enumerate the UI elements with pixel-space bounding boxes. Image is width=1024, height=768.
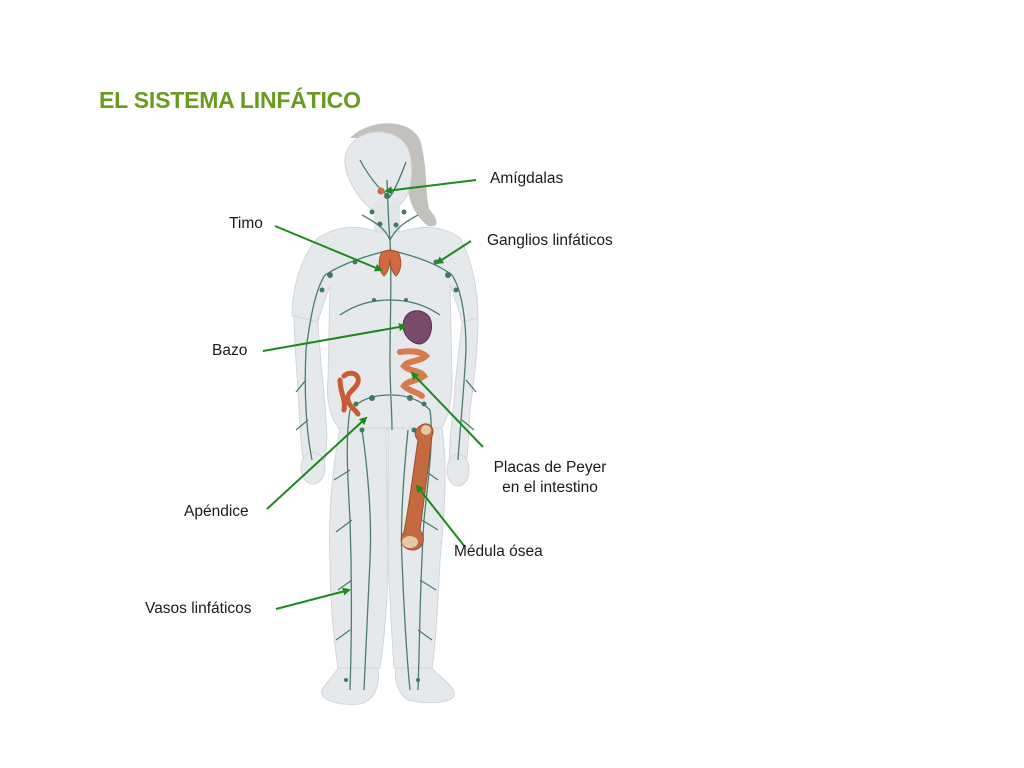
leader-ganglios bbox=[435, 240, 472, 265]
leader-peyer bbox=[410, 371, 484, 448]
leader-vasos bbox=[275, 587, 351, 610]
femur-knee-highlight bbox=[402, 536, 418, 548]
lymph-nodes bbox=[319, 193, 459, 682]
label-placas-line2: en el intestino bbox=[502, 479, 598, 496]
tonsils bbox=[377, 187, 385, 195]
leader-timo bbox=[274, 225, 383, 272]
label-ganglios-linfaticos: Ganglios linfáticos bbox=[487, 232, 613, 249]
appendix bbox=[337, 370, 361, 417]
label-placas-line1: Placas de Peyer bbox=[493, 459, 607, 476]
leader-apendice bbox=[266, 416, 368, 510]
thymus bbox=[378, 250, 402, 277]
femur-head-highlight bbox=[421, 425, 431, 435]
right-arm bbox=[448, 317, 479, 475]
leader-lines bbox=[262, 179, 484, 610]
label-apendice: Apéndice bbox=[184, 503, 249, 520]
lymph-vessel-network bbox=[295, 159, 477, 691]
spleen bbox=[402, 310, 433, 345]
intestine bbox=[397, 348, 431, 399]
label-timo: Timo bbox=[229, 215, 263, 232]
label-amigdalas: Amígdalas bbox=[490, 170, 564, 187]
leader-amigdalas bbox=[384, 179, 477, 195]
leader-bazo bbox=[262, 323, 407, 352]
leader-medula bbox=[415, 484, 466, 548]
hair bbox=[350, 123, 437, 227]
head bbox=[344, 131, 412, 212]
neck bbox=[374, 202, 400, 232]
left-leg bbox=[328, 427, 389, 669]
label-bazo: Bazo bbox=[212, 342, 248, 359]
label-vasos-linfaticos: Vasos linfáticos bbox=[145, 600, 252, 617]
diagram-title: EL SISTEMA LINFÁTICO bbox=[99, 87, 361, 113]
right-foot bbox=[395, 667, 455, 704]
label-medula-osea: Médula ósea bbox=[454, 543, 543, 560]
label-placas-de-peyer: Placas de Peyer en el intestino bbox=[482, 458, 618, 498]
